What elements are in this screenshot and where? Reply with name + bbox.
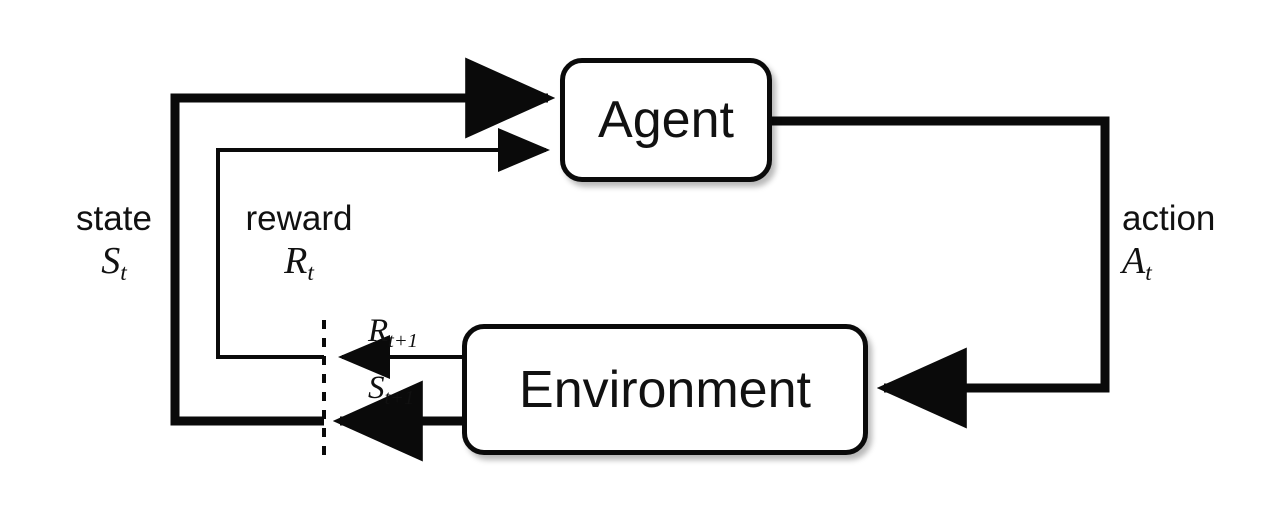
agent-node-label: Agent bbox=[598, 91, 734, 149]
state-symbol-base: S bbox=[101, 240, 121, 283]
state-symbol-subscript: t bbox=[120, 260, 127, 287]
state-label-word: state bbox=[76, 199, 152, 238]
state-next-symbol-base: S bbox=[368, 370, 385, 406]
reward-label-symbol: Rt bbox=[224, 240, 374, 286]
reward-label: reward Rt bbox=[224, 199, 374, 286]
reward-next-symbol-base: R bbox=[368, 313, 389, 349]
action-label: action At bbox=[1122, 199, 1272, 286]
state-label-symbol: St bbox=[50, 240, 178, 286]
reward-next-label: Rt+1 bbox=[368, 313, 418, 352]
reward-symbol-subscript: t bbox=[307, 260, 314, 287]
environment-node-label: Environment bbox=[519, 360, 811, 419]
edge-state-to-agent bbox=[170, 57, 556, 426]
action-symbol-base: A bbox=[1122, 240, 1146, 283]
action-label-symbol: At bbox=[1122, 240, 1272, 286]
agent-node[interactable]: Agent bbox=[560, 58, 772, 182]
state-next-label: St+1 bbox=[368, 370, 414, 409]
action-label-word: action bbox=[1122, 199, 1216, 238]
reward-next-symbol-subscript: t+1 bbox=[388, 330, 418, 353]
edge-reward-to-agent bbox=[216, 128, 550, 359]
reward-symbol-base: R bbox=[284, 240, 308, 283]
action-symbol-subscript: t bbox=[1145, 260, 1152, 287]
state-label: state St bbox=[50, 199, 178, 286]
state-next-symbol-subscript: t+1 bbox=[384, 387, 415, 410]
edge-action-to-environment bbox=[772, 116, 1110, 429]
environment-node[interactable]: Environment bbox=[462, 324, 868, 455]
reward-label-word: reward bbox=[245, 199, 353, 238]
